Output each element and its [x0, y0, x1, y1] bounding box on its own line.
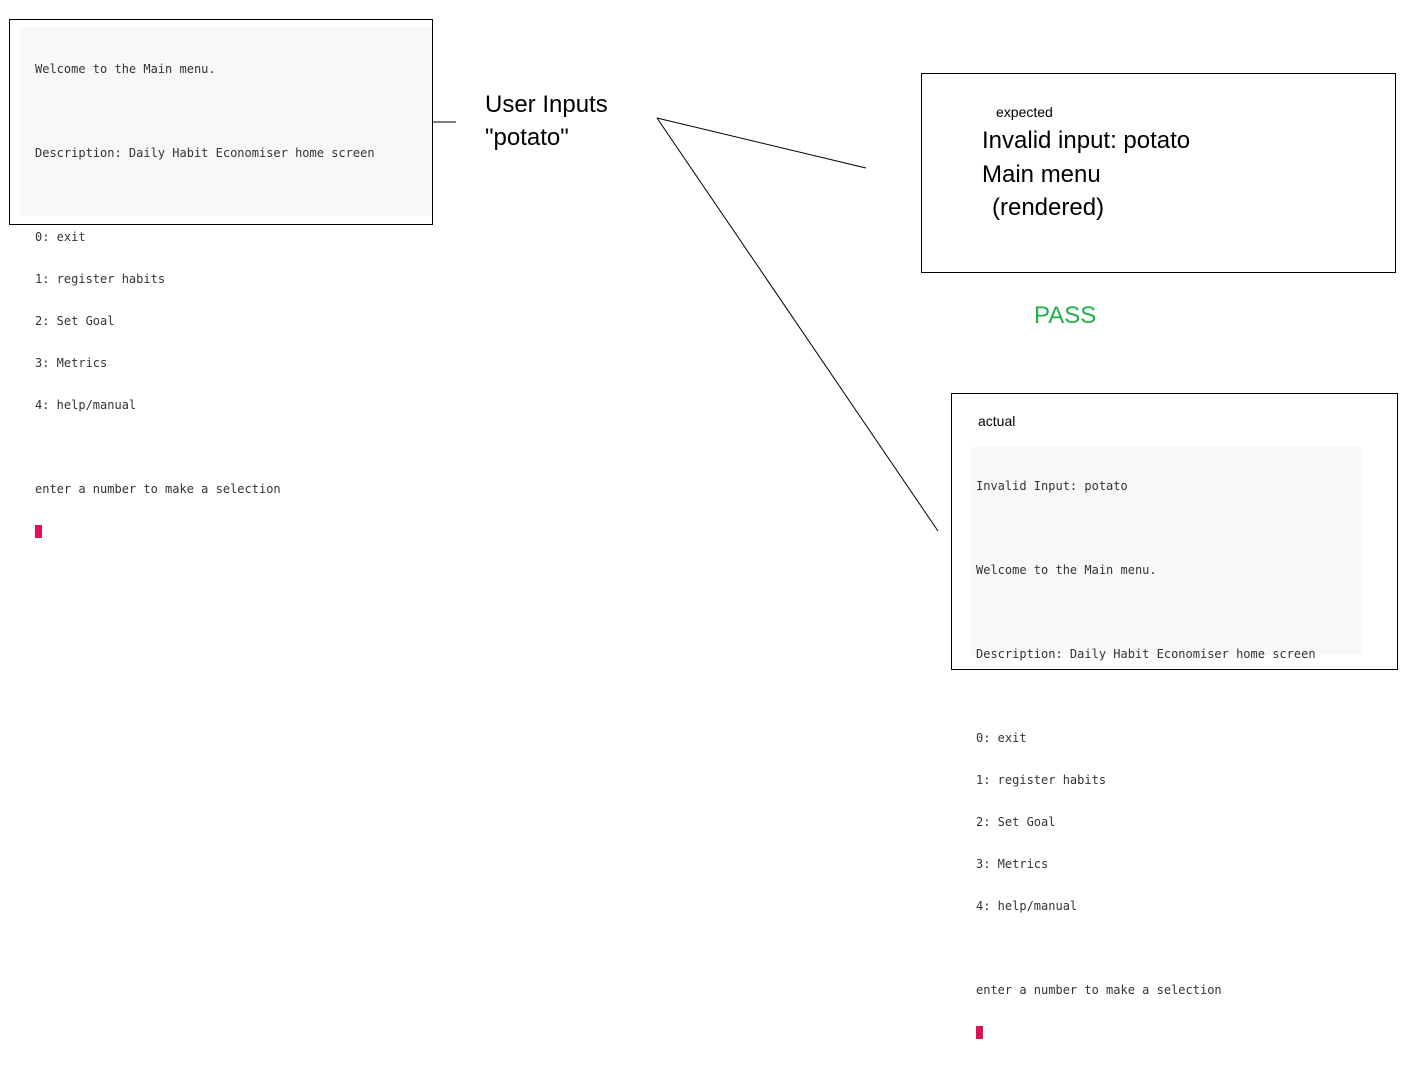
- actual-output-box: actual Invalid Input: potato Welcome to …: [951, 393, 1398, 1039]
- terminal-line: 1: register habits: [35, 272, 166, 286]
- expected-content: Invalid input: potato Main menu (rendere…: [982, 124, 1190, 225]
- initial-screen-frame: Welcome to the Main menu. Description: D…: [9, 19, 433, 538]
- user-input-line-2: "potato": [485, 124, 569, 151]
- terminal-blank-line: [976, 605, 1361, 619]
- terminal-cursor[interactable]: [35, 525, 42, 538]
- terminal-line: 0: exit: [976, 731, 1027, 745]
- terminal-line: Welcome to the Main menu.: [35, 62, 216, 76]
- terminal-line: enter a number to make a selection: [35, 482, 281, 496]
- terminal-line: 0: exit: [35, 230, 86, 244]
- terminal-cursor[interactable]: [976, 1026, 983, 1039]
- terminal-line: 1: register habits: [976, 773, 1107, 787]
- terminal-line: Invalid Input: potato: [976, 479, 1128, 493]
- input-to-actual-line: [656, 117, 939, 532]
- terminal-line: 4: help/manual: [976, 899, 1078, 913]
- expected-output-box: expected Invalid input: potato Main menu…: [921, 73, 1396, 273]
- terminal-line: Description: Daily Habit Economiser home…: [35, 146, 375, 160]
- expected-line-3: (rendered): [992, 194, 1105, 221]
- terminal-line: 4: help/manual: [35, 398, 137, 412]
- terminal-blank-line: [976, 521, 1361, 535]
- terminal-blank-line: [35, 104, 432, 118]
- user-input-annotation: User Inputs "potato": [485, 88, 608, 154]
- expected-line-1: Invalid input: potato: [982, 127, 1191, 154]
- user-input-line-1: User Inputs: [485, 91, 608, 118]
- terminal-blank-line: [976, 689, 1361, 703]
- terminal-line: 3: Metrics: [35, 356, 108, 370]
- expected-line-2: Main menu: [982, 160, 1101, 188]
- terminal-cursor-line[interactable]: [35, 524, 432, 538]
- terminal-blank-line: [35, 188, 432, 202]
- terminal-blank-line: [35, 440, 432, 454]
- actual-caption: actual: [978, 413, 1016, 429]
- test-result-label: PASS: [1034, 302, 1097, 329]
- connector-lines: [433, 117, 939, 532]
- terminal-line: 3: Metrics: [976, 857, 1049, 871]
- actual-terminal: Invalid Input: potato Welcome to the Mai…: [971, 447, 1361, 1039]
- initial-terminal: Welcome to the Main menu. Description: D…: [20, 27, 432, 538]
- terminal-line: Welcome to the Main menu.: [976, 563, 1157, 577]
- expected-caption: expected: [996, 104, 1053, 120]
- terminal-line: 2: Set Goal: [35, 314, 115, 328]
- terminal-line: 2: Set Goal: [976, 815, 1056, 829]
- terminal-cursor-line[interactable]: [976, 1025, 1361, 1039]
- terminal-blank-line: [976, 941, 1361, 955]
- terminal-line: Description: Daily Habit Economiser home…: [976, 647, 1316, 661]
- input-to-expected-line: [656, 117, 867, 169]
- terminal-line: enter a number to make a selection: [976, 983, 1222, 997]
